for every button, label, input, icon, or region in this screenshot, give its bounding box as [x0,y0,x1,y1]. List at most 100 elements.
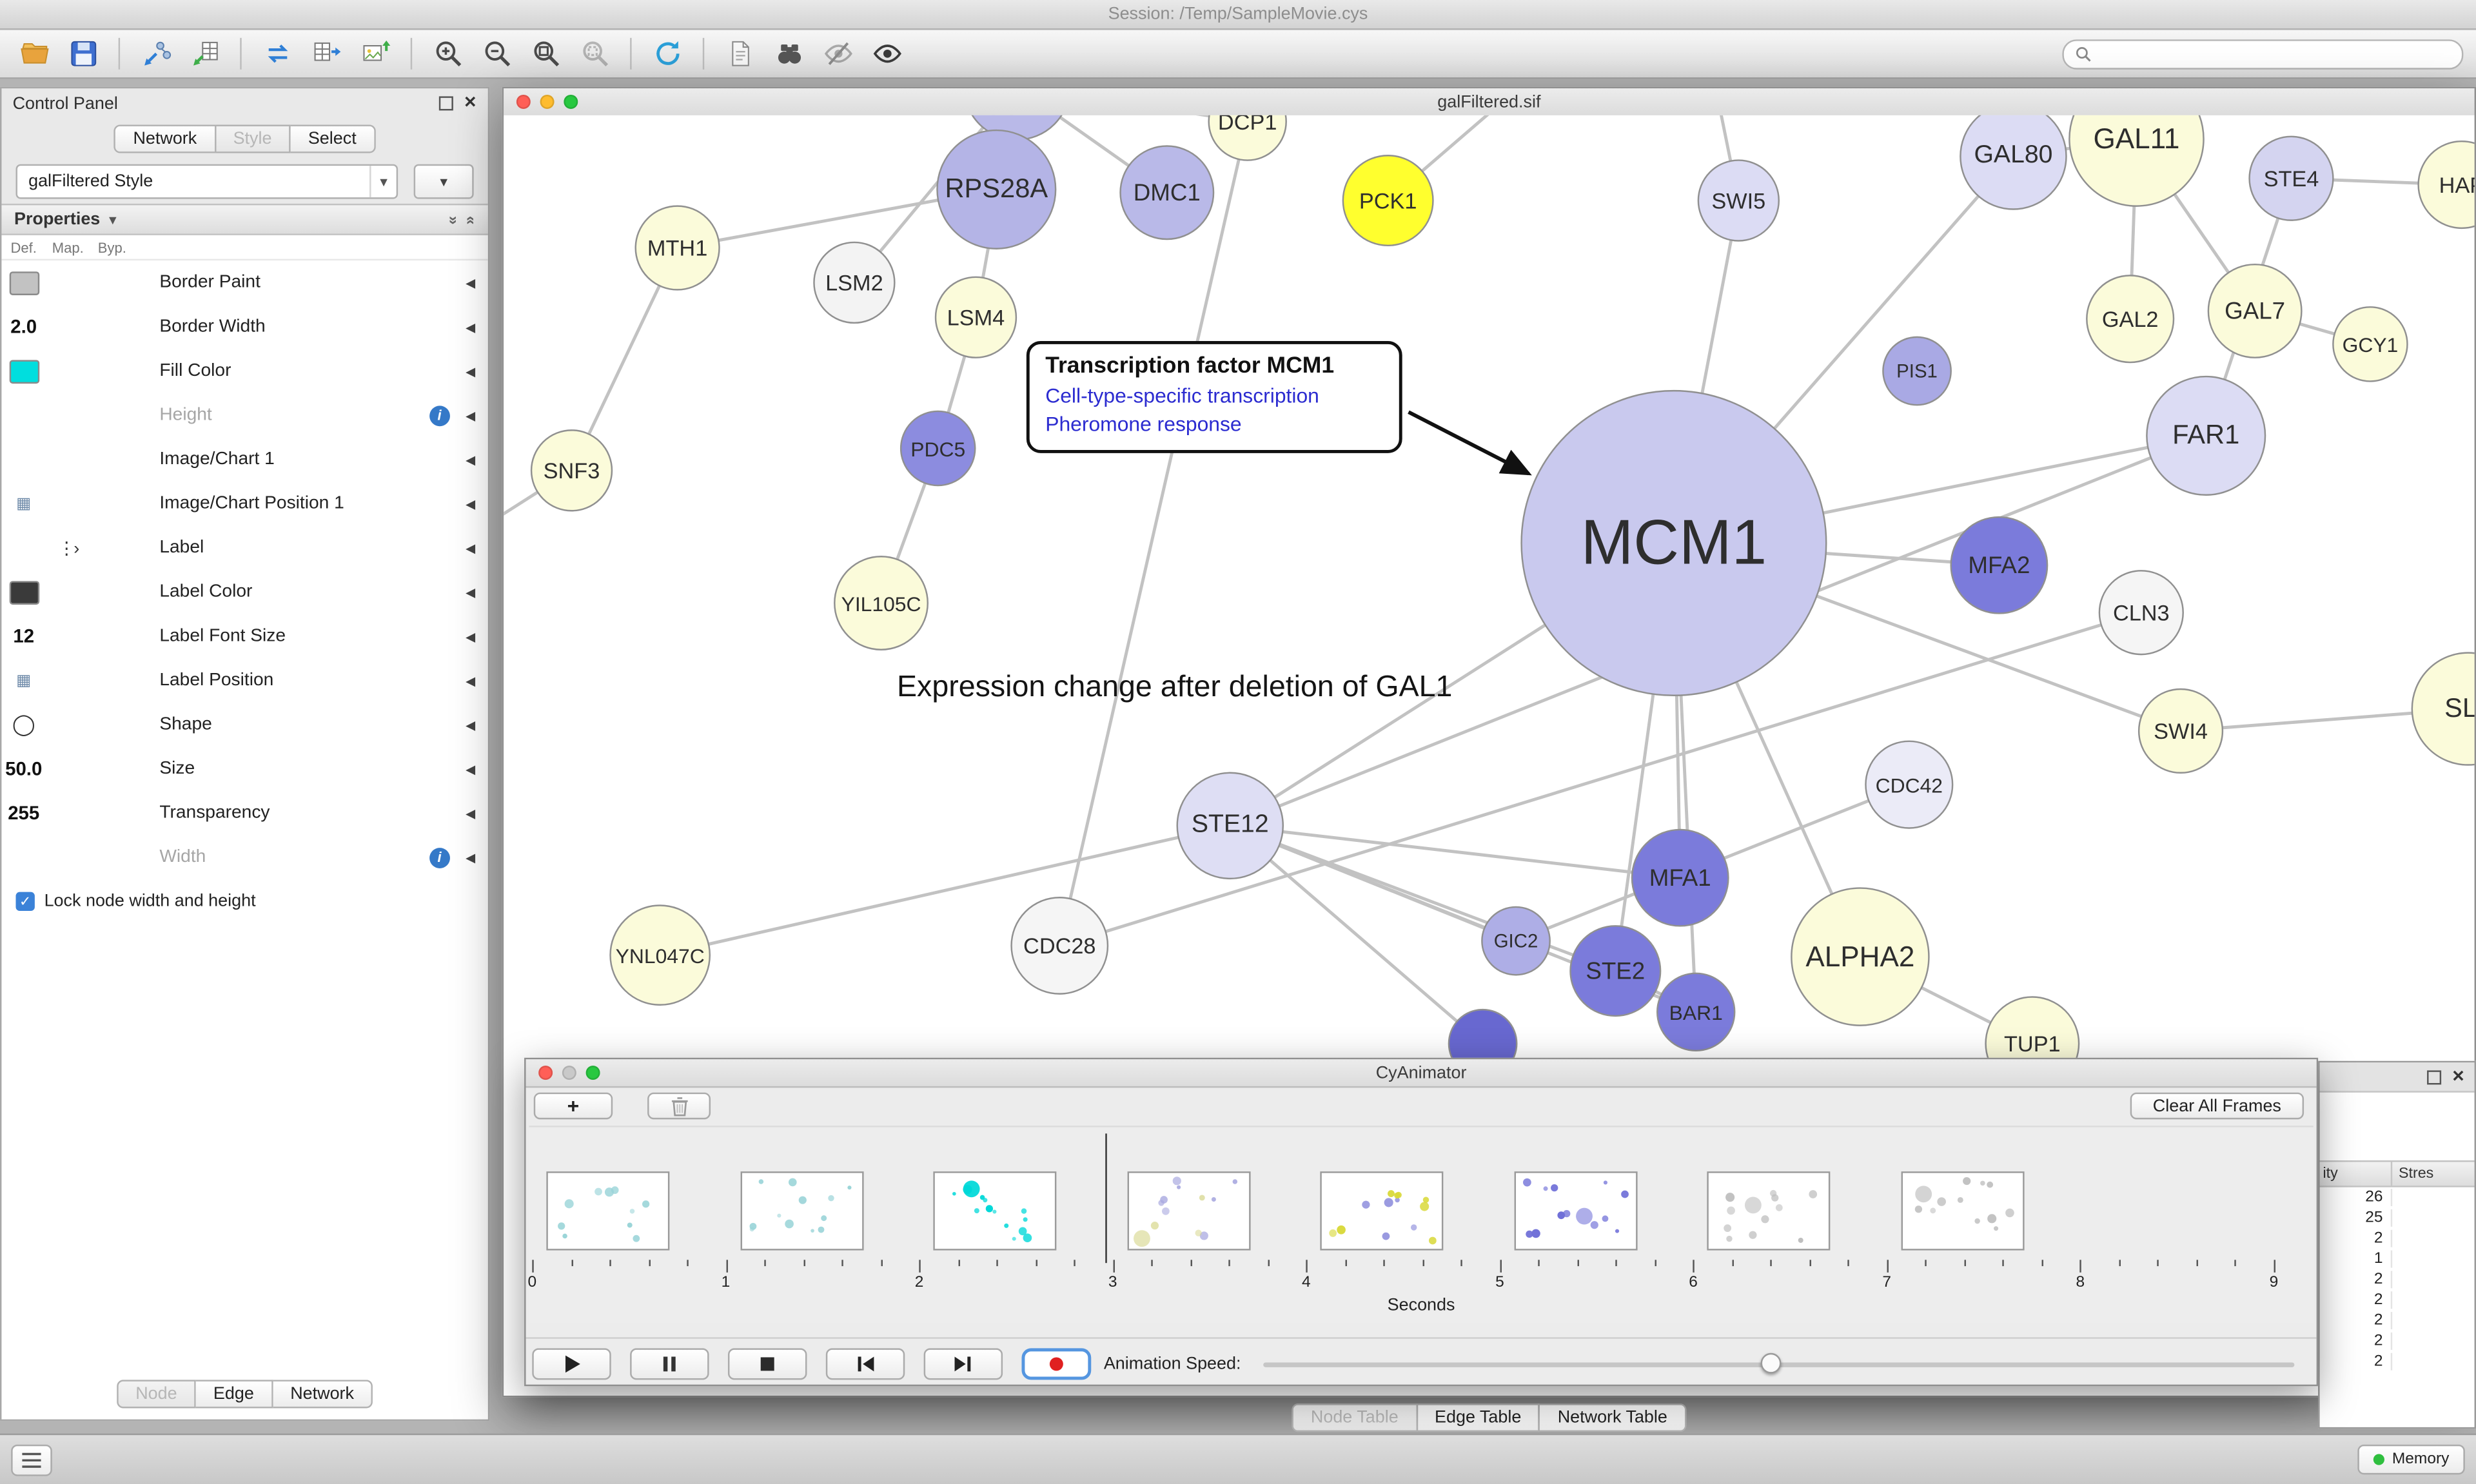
clipboard-button[interactable] [718,35,761,73]
info-icon[interactable]: i [429,846,450,868]
expand-row-arrow-icon[interactable]: ◀ [466,496,476,511]
frame-thumbnail-6[interactable] [1513,1171,1637,1251]
import-network-button[interactable] [134,35,177,73]
tab-style[interactable]: Style [215,124,291,153]
cyanimator-titlebar[interactable]: CyAnimator [526,1059,2317,1088]
network-node-rps28a[interactable]: RPS28A [936,129,1057,249]
network-node-mfa2[interactable]: MFA2 [1950,516,2049,614]
minimize-window-button[interactable] [562,1066,576,1080]
open-folder-button[interactable] [13,35,55,73]
network-window-titlebar[interactable]: galFiltered.sif [504,88,2475,117]
style-target-tab-edge[interactable]: Edge [195,1380,273,1409]
property-row-shape[interactable]: ◯Shape◀ [1,703,487,747]
frame-thumbnail-2[interactable] [740,1171,863,1251]
property-row-border-paint[interactable]: Border Paint◀ [1,260,487,305]
table-tab-edge-table[interactable]: Edge Table [1417,1403,1540,1432]
timeline-playhead[interactable] [1105,1133,1107,1264]
close-results-icon[interactable]: ✕ [2451,1068,2465,1086]
default-value-cell[interactable]: 50.0 [1,758,46,780]
slider-thumb[interactable] [1761,1352,1782,1373]
frame-thumbnail-4[interactable] [1126,1171,1250,1251]
network-node-mcm1[interactable]: MCM1 [1520,389,1827,697]
tab-select[interactable]: Select [290,124,376,153]
expand-row-arrow-icon[interactable]: ◀ [466,629,476,643]
network-node-snf3[interactable]: SNF3 [530,429,613,512]
info-icon[interactable]: i [429,405,450,426]
network-node-hap[interactable]: HAP [2417,140,2475,229]
results-row[interactable]: 1 [2320,1249,2475,1269]
results-column-stress[interactable]: Stres [2399,1165,2434,1183]
close-panel-icon[interactable]: ✕ [464,94,477,112]
table-tab-network-table[interactable]: Network Table [1540,1403,1687,1432]
network-node-yil105c[interactable]: YIL105C [834,556,929,650]
hide-nodes-button[interactable] [816,35,859,73]
default-value-cell[interactable]: 255 [1,802,46,824]
style-options-button[interactable]: ▼ [413,164,474,199]
property-row-image-chart-1[interactable]: Image/Chart 1◀ [1,437,487,482]
property-row-image-chart-position-1[interactable]: ▦Image/Chart Position 1◀ [1,482,487,526]
search-box[interactable] [2062,39,2464,69]
results-row[interactable]: 2 [2320,1311,2475,1331]
skip-back-button[interactable] [825,1347,905,1380]
float-results-icon[interactable] [2426,1069,2441,1084]
expand-row-arrow-icon[interactable]: ◀ [466,850,476,864]
table-tab-node-table[interactable]: Node Table [1292,1403,1418,1432]
network-node-swi5[interactable]: SWI5 [1697,159,1780,242]
close-window-button[interactable] [538,1066,553,1080]
tab-network[interactable]: Network [114,124,216,153]
expand-row-arrow-icon[interactable]: ◀ [466,408,476,423]
frame-thumbnail-8[interactable] [1901,1171,2025,1251]
results-row[interactable]: 2 [2320,1290,2475,1311]
frame-thumbnail-7[interactable] [1707,1171,1831,1251]
export-table-button[interactable] [305,35,348,73]
network-node-gal7[interactable]: GAL7 [2207,263,2303,358]
lock-size-row[interactable]: ✓ Lock node width and height [1,879,487,912]
network-node-gic2[interactable]: GIC2 [1481,906,1551,976]
default-value-cell[interactable]: ◯ [1,712,46,737]
frame-thumbnail-1[interactable] [546,1171,670,1251]
results-column-ity[interactable]: ity [2320,1162,2393,1186]
expand-row-arrow-icon[interactable]: ◀ [466,806,476,821]
expand-row-arrow-icon[interactable]: ◀ [466,452,476,467]
network-node-gal80[interactable]: GAL80 [1960,115,2067,210]
network-node-pck1[interactable]: PCK1 [1342,155,1434,247]
expand-row-arrow-icon[interactable]: ◀ [466,761,476,776]
memory-button[interactable]: Memory [2357,1444,2465,1475]
refresh-view-button[interactable] [646,35,689,73]
default-value-cell[interactable] [1,580,46,604]
default-value-cell[interactable] [1,271,46,295]
import-table-button[interactable] [183,35,226,73]
network-node-cln3[interactable]: CLN3 [2098,570,2184,656]
default-value-cell[interactable]: ▦ [1,672,46,689]
network-node-pdc5[interactable]: PDC5 [899,410,976,487]
property-row-label-color[interactable]: Label Color◀ [1,570,487,614]
expand-row-arrow-icon[interactable]: ◀ [466,585,476,600]
network-node-mfa1[interactable]: MFA1 [1631,828,1729,927]
expand-row-arrow-icon[interactable]: ◀ [466,673,476,688]
property-row-label[interactable]: ⋮›Label◀ [1,526,487,571]
skip-forward-button[interactable] [923,1347,1003,1380]
annotation-link[interactable]: Cell-type-specific transcription [1045,384,1319,407]
results-row[interactable]: 2 [2320,1269,2475,1290]
network-node-dcp1[interactable]: DCP1 [1208,115,1287,161]
results-row[interactable]: 2 [2320,1331,2475,1351]
frame-thumbnail-3[interactable] [933,1171,1057,1251]
network-node-gal11[interactable]: GAL11 [2068,115,2205,207]
zoom-selected-button[interactable] [573,35,616,73]
float-panel-icon[interactable] [438,96,453,111]
checkbox-checked-icon[interactable]: ✓ [15,892,35,912]
stop-button[interactable] [727,1347,807,1380]
results-row[interactable]: 2 [2320,1351,2475,1372]
network-node-gcy1[interactable]: GCY1 [2332,306,2408,382]
property-row-label-position[interactable]: ▦Label Position◀ [1,658,487,703]
close-window-button[interactable] [516,94,531,109]
property-row-fill-color[interactable]: Fill Color◀ [1,349,487,393]
play-button[interactable] [532,1347,611,1380]
zoom-out-button[interactable] [475,35,518,73]
style-selector[interactable]: galFiltered Style ▼ [15,164,398,199]
default-value-cell[interactable]: ▦ [1,495,46,513]
